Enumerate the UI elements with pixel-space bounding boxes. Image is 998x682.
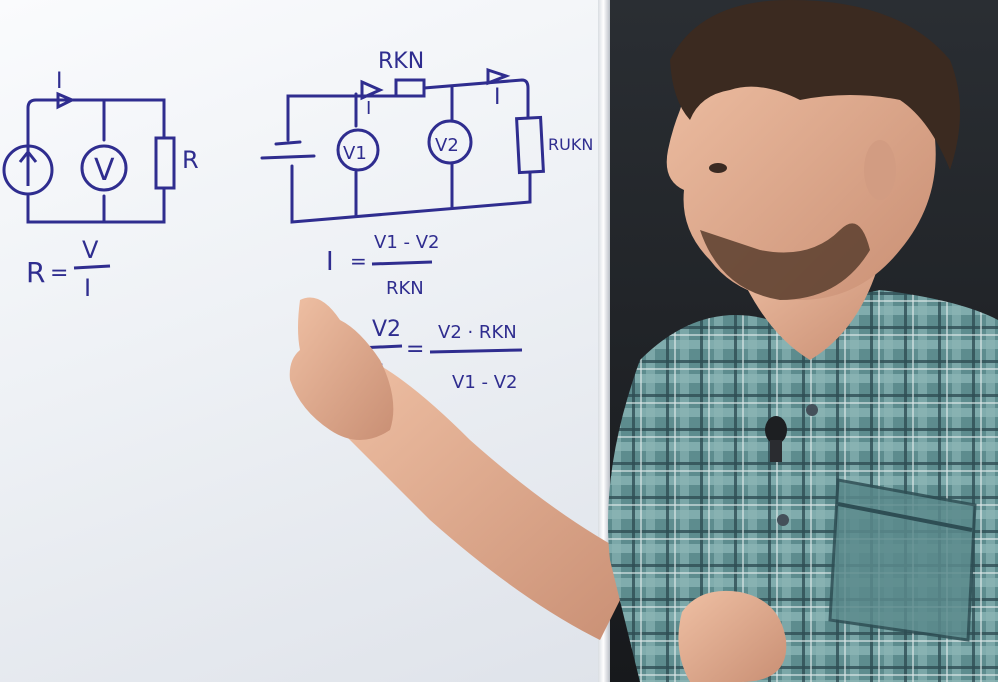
formula-resistance-denominator: V1 - V2 xyxy=(452,372,517,393)
formula-resistance-fraction-bar xyxy=(429,348,523,354)
battery-symbol xyxy=(260,140,316,160)
voltmeter-label-left: V xyxy=(94,153,115,188)
current-arrow-right-2 xyxy=(486,67,511,86)
formula-current: I = V1 - V2 RKN xyxy=(326,232,439,299)
formula-current-numerator: V1 - V2 xyxy=(374,232,439,253)
shirt-pocket xyxy=(828,478,977,642)
presenter-head xyxy=(666,30,936,300)
load-resistor-symbol xyxy=(515,115,545,175)
pocket-zipper xyxy=(837,502,973,532)
load-resistor-label: RUKN xyxy=(548,135,593,154)
right-circuit xyxy=(286,78,532,224)
series-resistor-symbol xyxy=(394,78,426,98)
presenter xyxy=(289,0,998,682)
formula-left-lhs: R xyxy=(26,256,45,289)
formula-current-denominator: RKN xyxy=(386,278,424,299)
formula-current-equals: = xyxy=(350,249,367,273)
voltmeter-2-label: V2 xyxy=(435,135,459,156)
series-resistor-label: RKN xyxy=(378,49,424,74)
formula-left: R = V I xyxy=(26,236,111,302)
formula-left-fraction-bar xyxy=(73,264,111,270)
shirt-button xyxy=(777,514,789,526)
formula-left-numerator: V xyxy=(82,236,99,264)
formula-resistance-lhs-numerator: V2 xyxy=(372,317,401,342)
voltmeter-1-symbol xyxy=(336,128,380,172)
formula-resistance-numerator: V2 · RKN xyxy=(438,322,517,343)
microphone-clip xyxy=(770,440,782,462)
current-label-left: I xyxy=(56,69,63,94)
current-source-symbol xyxy=(2,144,54,196)
presenter-beard xyxy=(700,223,870,300)
presenter-ear xyxy=(864,140,896,200)
lavalier-microphone xyxy=(765,416,787,444)
presenter-fist xyxy=(678,590,787,682)
voltmeter-symbol-left xyxy=(80,144,128,192)
current-label-right-2: I xyxy=(494,85,501,110)
presenter-hair xyxy=(670,0,960,170)
left-circuit xyxy=(26,98,166,224)
resistor-label-left: R xyxy=(182,146,199,174)
current-arrow-right-1 xyxy=(360,79,384,101)
voltmeter-2-symbol xyxy=(427,119,473,165)
resistor-symbol-left xyxy=(154,136,176,190)
formula-left-equals: = xyxy=(50,261,68,286)
formula-current-lhs: I xyxy=(326,247,334,277)
formula-resistance-equals: = xyxy=(406,337,424,362)
presenter-eye xyxy=(709,163,727,173)
formula-current-fraction-bar xyxy=(371,260,433,266)
presenter-hand xyxy=(289,297,394,440)
whiteboard-frame xyxy=(598,0,610,682)
voltmeter-1-label: V1 xyxy=(343,143,367,164)
formula-left-denominator: I xyxy=(84,274,91,302)
current-label-right-1: I xyxy=(366,98,371,119)
presenter-arm xyxy=(330,360,640,640)
current-arrow-left xyxy=(56,91,76,110)
shirt-button xyxy=(806,404,818,416)
